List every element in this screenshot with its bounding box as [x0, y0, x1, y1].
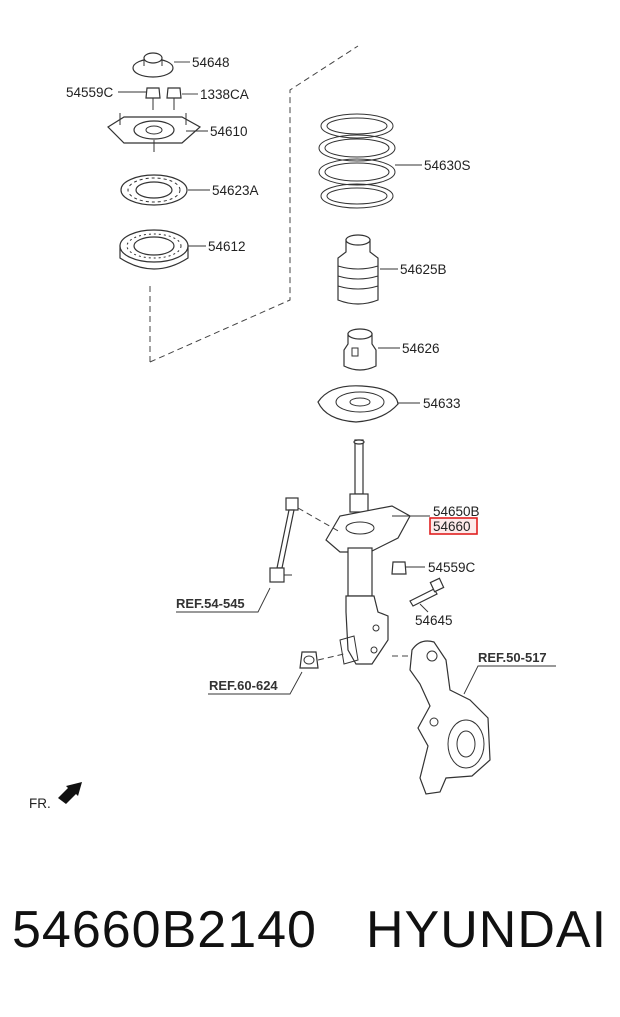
label-54645: 54645: [415, 613, 453, 628]
part-number: 54660B2140: [12, 901, 317, 959]
part-1338ca-nut: [166, 87, 182, 110]
label-54630s: 54630S: [424, 158, 471, 173]
part-54612-insulator: [119, 229, 189, 270]
label-54660: 54660: [433, 519, 471, 534]
label-54612: 54612: [208, 239, 246, 254]
label-fr: FR.: [29, 796, 51, 811]
label-54648: 54648: [192, 55, 230, 70]
label-54559c-low: 54559C: [428, 560, 476, 575]
footer: 54660B2140 HYUNDAI: [0, 900, 620, 980]
part-54650b-strut-assembly: [325, 439, 411, 665]
label-54559c-top: 54559C: [66, 85, 114, 100]
label-54610: 54610: [210, 124, 248, 139]
part-54645-bolt: [409, 577, 445, 607]
label-1338ca: 1338CA: [200, 87, 249, 102]
top-mount-dashed-boundary: [149, 45, 359, 363]
part-54623a-bearing: [120, 174, 188, 206]
label-54626: 54626: [402, 341, 440, 356]
label-54625b: 54625B: [400, 262, 447, 277]
part-54630s-coil-spring: [318, 113, 396, 209]
part-54625b-dust-cover: [337, 234, 379, 305]
ref-60-624[interactable]: REF.60-624: [209, 678, 278, 693]
part-54610-strut-mount: [107, 113, 202, 152]
part-stabilizer-link: [269, 497, 341, 583]
strut-assembly-diagram: 54648 54559C 1338CA 54610 54623A 54612: [29, 45, 556, 811]
label-54623a: 54623A: [212, 183, 259, 198]
part-54626-bump-stopper: [343, 328, 377, 371]
ref-50-517[interactable]: REF.50-517: [478, 650, 547, 665]
label-54633: 54633: [423, 396, 461, 411]
part-54633-spring-seat: [317, 385, 399, 423]
part-steering-knuckle: [392, 640, 491, 795]
ref-54-545[interactable]: REF.54-545: [176, 596, 245, 611]
part-knuckle-nut: [299, 651, 345, 669]
part-54648-cap: [132, 52, 174, 78]
part-54559c-top-nut: [145, 87, 161, 110]
label-54660-highlight[interactable]: 54660: [429, 517, 478, 535]
brand-name: HYUNDAI: [366, 901, 608, 959]
front-direction-indicator: FR.: [29, 782, 82, 811]
label-54650b: 54650B: [433, 504, 480, 519]
part-54559c-lower-nut: [391, 561, 407, 575]
